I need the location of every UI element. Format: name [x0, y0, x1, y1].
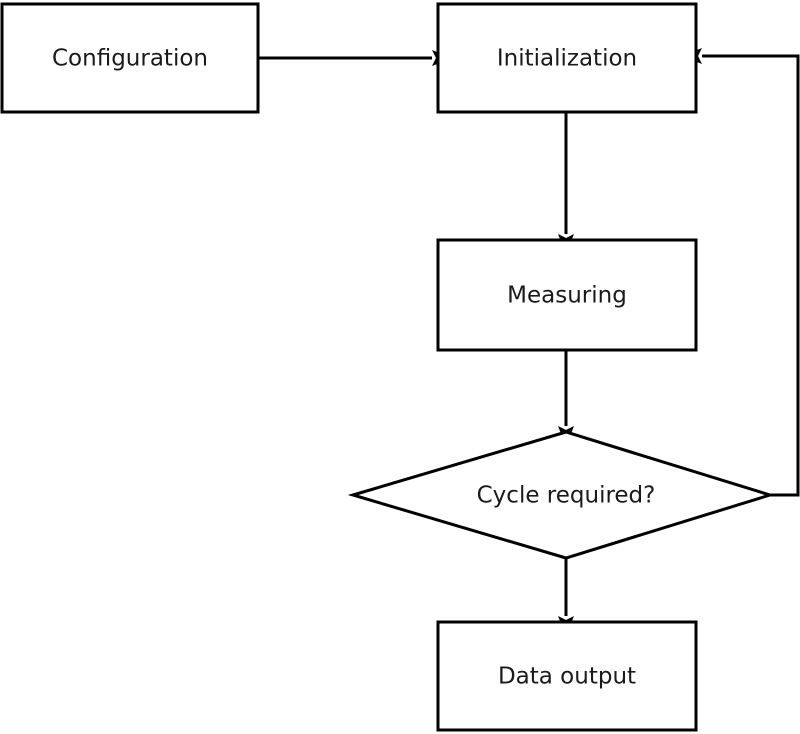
- node-configuration-label: Configuration: [52, 46, 208, 72]
- node-configuration-shape[interactable]: [0, 2, 260, 114]
- edge-group: [258, 48, 800, 630]
- node-cycle-required-shape[interactable]: [347, 430, 776, 560]
- node-measuring-shape[interactable]: [436, 238, 698, 352]
- node-data-output-shape[interactable]: [436, 620, 698, 732]
- node-initialization-shape[interactable]: [436, 2, 698, 114]
- node-data-output[interactable]: Data output: [436, 620, 698, 732]
- node-initialization[interactable]: Initialization: [436, 2, 698, 114]
- node-group: Configuration Initialization Measuring C…: [0, 2, 776, 732]
- node-cycle-required-label: Cycle required?: [477, 483, 656, 509]
- node-initialization-label: Initialization: [497, 46, 637, 72]
- node-data-output-label: Data output: [498, 664, 636, 690]
- node-configuration[interactable]: Configuration: [0, 2, 260, 114]
- node-cycle-required[interactable]: Cycle required?: [347, 430, 776, 560]
- node-measuring-label: Measuring: [507, 283, 627, 309]
- edge-cycle-required-to-initialization-feedback: [688, 48, 800, 497]
- node-measuring[interactable]: Measuring: [436, 238, 698, 352]
